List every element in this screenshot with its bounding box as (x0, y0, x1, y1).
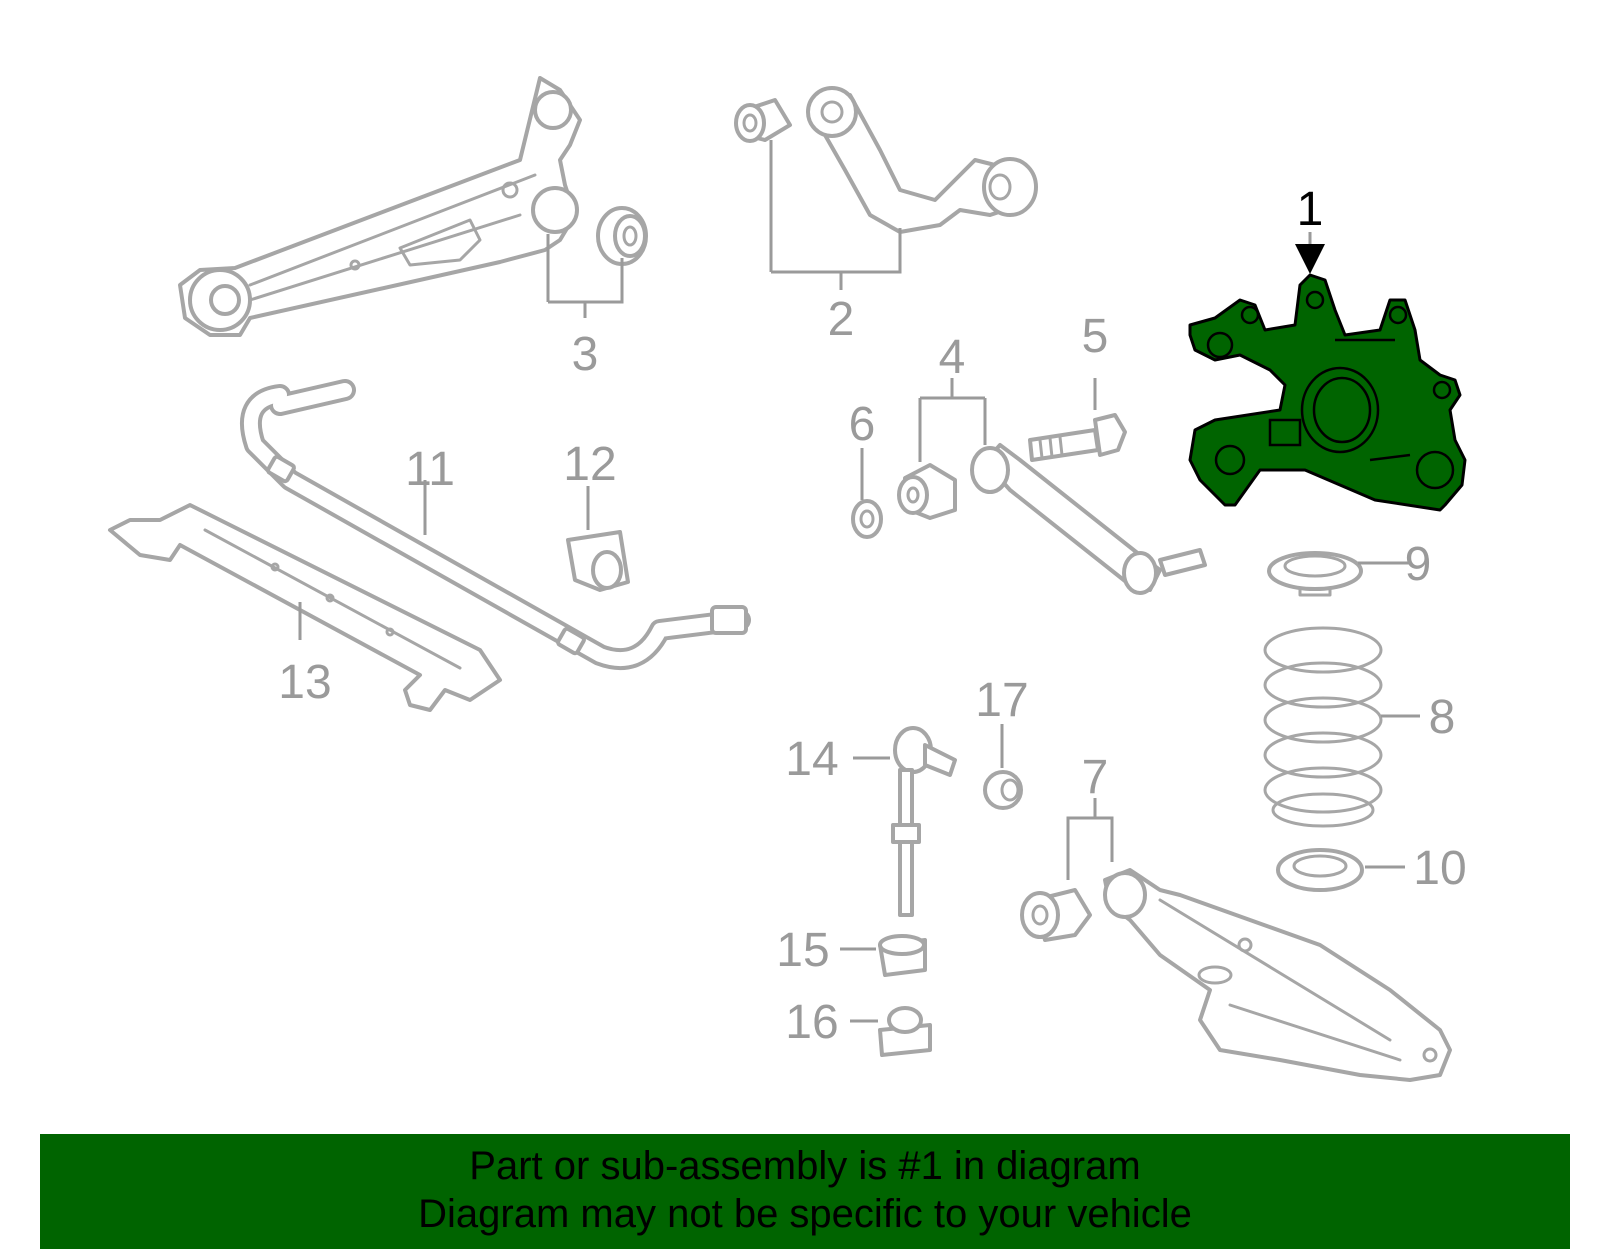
upper-arm-part-2 (806, 86, 1038, 234)
info-banner: Part or sub-assembly is #1 in diagram Di… (40, 1134, 1570, 1249)
banner-line-1: Part or sub-assembly is #1 in diagram (469, 1144, 1141, 1188)
callout-11: 11 (405, 443, 455, 496)
bushing-part-7 (1020, 888, 1092, 942)
stabilizer-bushing-part-12 (566, 530, 630, 592)
lower-arm-part-7 (1103, 868, 1452, 1082)
bushing-part-15 (878, 934, 927, 977)
stabilizer-bar-part-11 (240, 379, 751, 670)
nut-part-16 (878, 1006, 932, 1057)
banner-line-2: Diagram may not be specific to your vehi… (418, 1192, 1192, 1236)
callout-12: 12 (563, 438, 616, 491)
bushing-part-3 (596, 206, 648, 266)
knuckle-part-1 (1188, 273, 1467, 512)
leader-lines (298, 140, 1420, 1023)
callout-16: 16 (785, 996, 838, 1049)
bushing-part-2 (734, 98, 792, 143)
washer-part-6 (851, 499, 883, 539)
callout-8: 8 (1429, 691, 1456, 744)
spring-insulator-part-10 (1276, 848, 1364, 892)
callout-2: 2 (828, 293, 855, 346)
bracket-part-13 (108, 503, 502, 712)
callout-1: 1 (1297, 183, 1324, 236)
callout-14: 14 (785, 733, 838, 786)
callout-7: 7 (1082, 751, 1109, 804)
stabilizer-link-part-14 (891, 726, 957, 917)
trailing-arm-part-3 (178, 76, 582, 337)
callout-9: 9 (1405, 538, 1432, 591)
callout-labels: 1 2 3 4 5 6 7 8 9 10 11 12 13 14 15 16 1… (278, 183, 1466, 1049)
callout-3: 3 (572, 328, 599, 381)
bushing-part-4 (897, 463, 957, 520)
bushing-part-17 (983, 770, 1023, 810)
callout-5: 5 (1082, 310, 1109, 363)
callout-6: 6 (849, 398, 876, 451)
spring-insulator-part-9 (1267, 551, 1363, 597)
callout-10: 10 (1413, 842, 1466, 895)
callout-4: 4 (939, 331, 966, 384)
lateral-link-part-4 (970, 443, 1207, 595)
callout-13: 13 (278, 656, 331, 709)
parts-diagram: 1 2 3 4 5 6 7 8 9 10 11 12 13 14 15 16 1… (108, 76, 1467, 1082)
coil-spring-part-8 (1263, 626, 1383, 828)
bolt-part-5 (1028, 413, 1127, 462)
callout-15: 15 (776, 924, 829, 977)
callout-17: 17 (975, 674, 1028, 727)
